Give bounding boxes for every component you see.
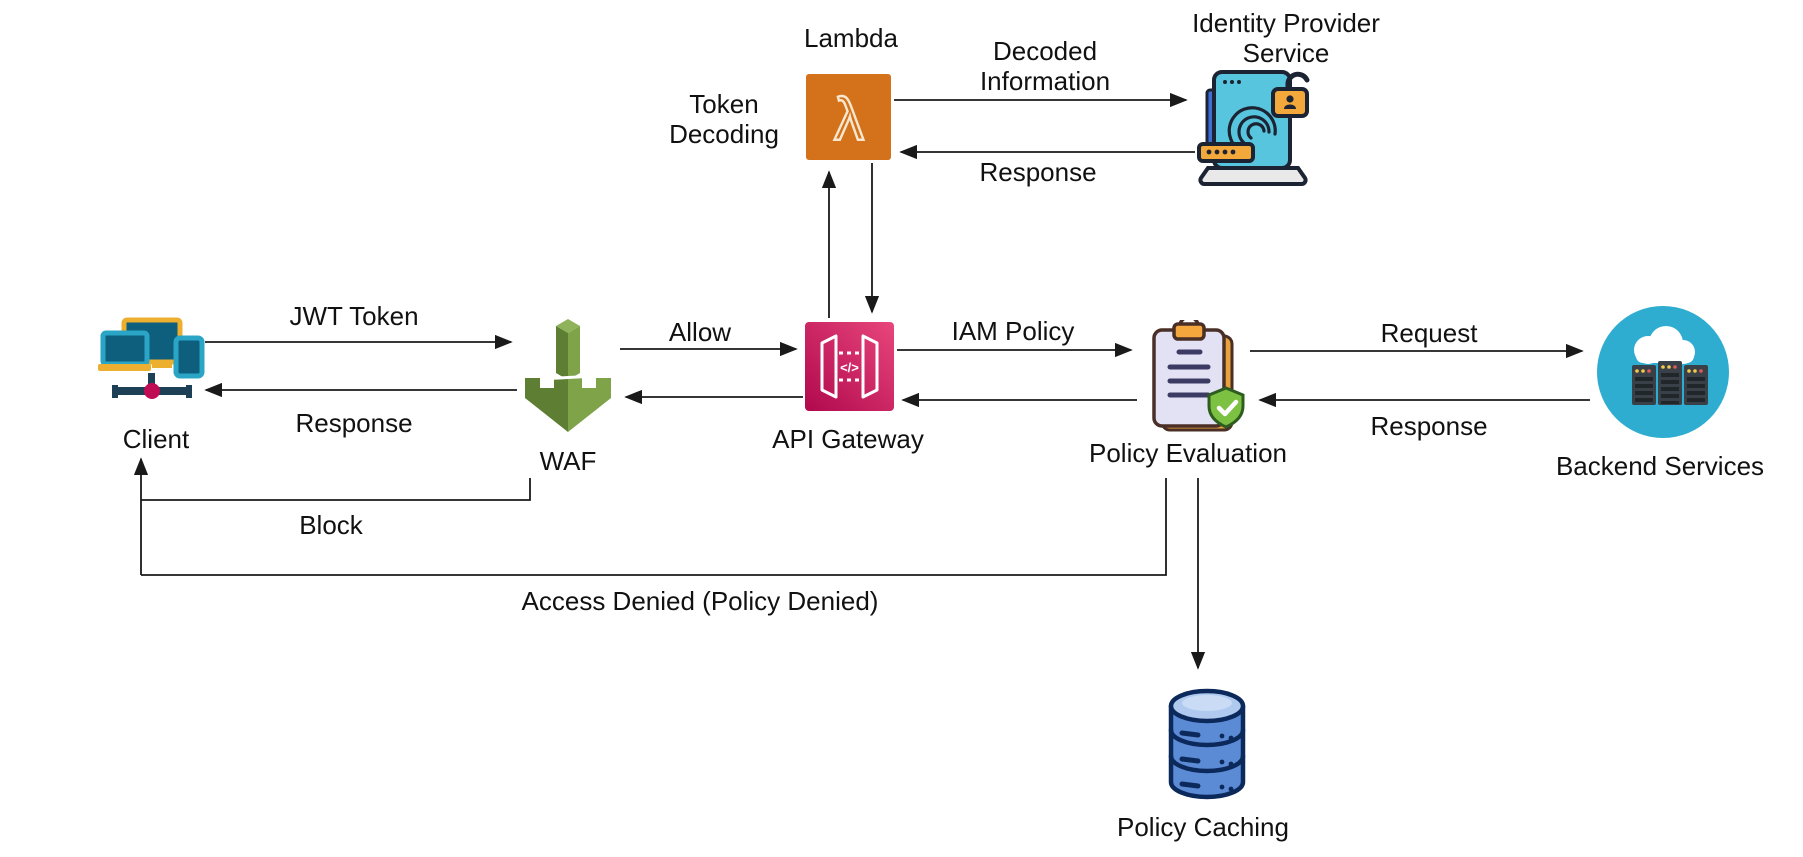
waf-base-right — [568, 378, 611, 432]
line-block — [141, 478, 531, 501]
clipboard-shield-check-icon — [1152, 320, 1245, 432]
padlock-keyhole-base — [1284, 104, 1296, 109]
network-endcap-right — [186, 385, 192, 398]
token-decoding-line2: Decoding — [669, 119, 779, 149]
request-label: Request — [1380, 318, 1478, 348]
identity-provider-label: Identity Provider Service — [1192, 8, 1380, 68]
network-stem — [148, 373, 155, 388]
backend-services-label: Backend Services — [1555, 451, 1765, 481]
api-gateway-label: API Gateway — [772, 424, 924, 454]
db-seam-2 — [1168, 753, 1246, 774]
padlock-shackle — [1285, 71, 1310, 93]
padlock-keyhole — [1286, 95, 1294, 103]
decoded-information-line2: Information — [979, 66, 1111, 96]
server-rack — [1632, 361, 1708, 405]
token-decoding-label: Token Decoding — [669, 89, 779, 149]
apigw-left-door — [820, 334, 838, 399]
waf-column-right — [568, 326, 580, 380]
shield — [1207, 386, 1245, 429]
client-label: Client — [122, 424, 190, 454]
waf-label: WAF — [539, 446, 597, 476]
db-seam-1 — [1168, 727, 1246, 748]
db-dots — [1219, 733, 1234, 792]
policy-caching-label: Policy Caching — [1117, 812, 1289, 842]
idp-dot — [1237, 80, 1241, 84]
apigw-square — [805, 322, 894, 411]
password-dot — [1230, 149, 1236, 155]
network-endcap-left — [112, 385, 118, 398]
aws-waf-filter-icon — [525, 319, 611, 432]
allow-label: Allow — [668, 317, 732, 347]
cloud-servers-icon — [1597, 306, 1729, 438]
laptop-fingerprint-lock-icon — [1197, 70, 1310, 186]
client-devices-icon — [98, 317, 205, 399]
token-decoding-line1: Token — [689, 89, 759, 119]
clip — [1172, 322, 1206, 341]
line-access-denied — [141, 478, 1167, 576]
waf-column-left — [556, 326, 568, 380]
jwt-token-label: JWT Token — [289, 301, 419, 331]
db-top-sheen — [1182, 695, 1232, 711]
monitor-stand — [152, 362, 172, 368]
fingerprint — [1227, 106, 1277, 150]
password-dot — [1214, 149, 1220, 155]
apigw-right-door — [861, 334, 879, 399]
idp-dot — [1230, 80, 1234, 84]
apigw-code-glyph: </> — [840, 360, 859, 375]
aws-api-gateway-icon: </> — [805, 322, 894, 411]
database-cylinder-icon — [1168, 688, 1246, 800]
waf-highlight — [553, 375, 583, 380]
decoded-information-line1: Decoded — [992, 36, 1098, 66]
idp-dot — [1223, 80, 1227, 84]
decoded-information-label: Decoded Information — [980, 36, 1110, 96]
phone — [173, 335, 205, 379]
aws-lambda-icon: λ — [806, 74, 891, 160]
lambda-square — [806, 74, 891, 160]
password-dot — [1206, 149, 1212, 155]
shield-check — [1216, 399, 1239, 417]
db-body — [1168, 703, 1246, 800]
waf-base-left — [525, 378, 568, 432]
identity-provider-label-line1: Identity Provider — [1192, 8, 1380, 38]
laptop-screen — [100, 330, 150, 367]
lambda-glyph: λ — [834, 86, 864, 153]
laptop-base — [1198, 166, 1308, 186]
cloud — [1634, 326, 1695, 364]
access-denied-label: Access Denied (Policy Denied) — [521, 586, 879, 616]
laptop-base — [98, 364, 151, 371]
policy-evaluation-label: Policy Evaluation — [1089, 438, 1287, 468]
idp-response-label: Response — [979, 157, 1097, 187]
password-dot — [1222, 149, 1228, 155]
waf-response-label: Response — [295, 408, 413, 438]
network-node-dot — [144, 383, 160, 399]
db-dashes — [1179, 730, 1201, 789]
backend-response-label: Response — [1370, 411, 1488, 441]
iam-policy-label: IAM Policy — [951, 316, 1075, 346]
lambda-label: Lambda — [804, 23, 898, 53]
identity-provider-label-line2: Service — [1242, 38, 1330, 68]
block-label: Block — [299, 510, 363, 540]
